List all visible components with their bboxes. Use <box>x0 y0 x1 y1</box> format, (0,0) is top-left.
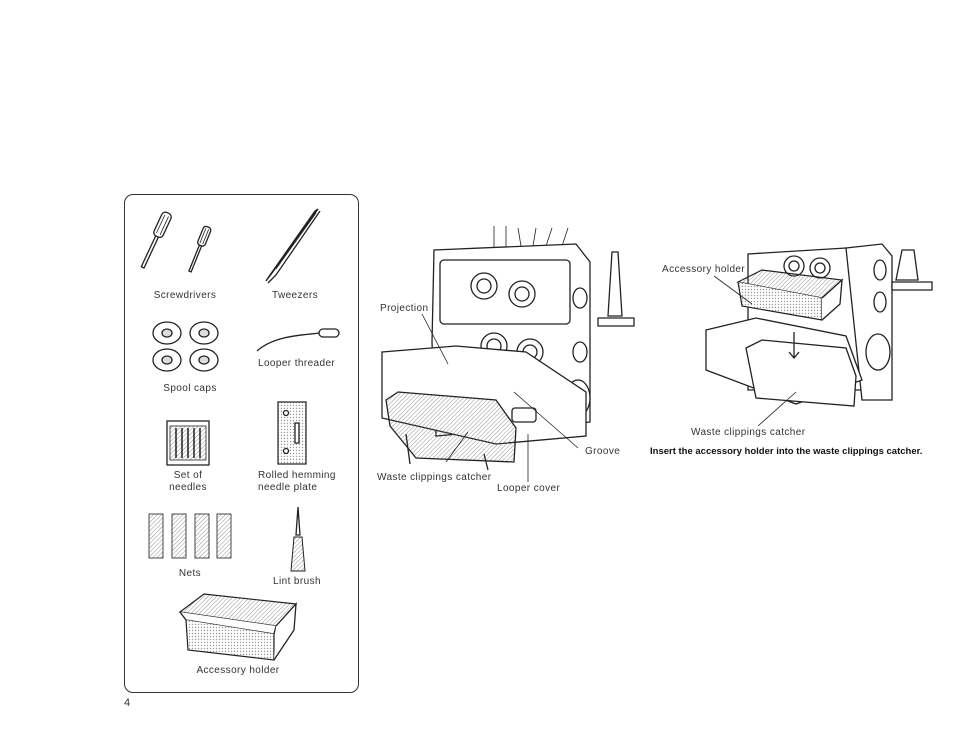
tweezers-label: Tweezers <box>255 290 335 302</box>
groove-label: Groove <box>585 446 620 458</box>
needle-plate-label-line2: needle plate <box>258 482 317 494</box>
tweezers-illustration <box>258 205 328 285</box>
page-number: 4 <box>124 697 131 709</box>
spool-caps-label: Spool caps <box>145 383 235 395</box>
insert-waste-catcher-label: Waste clippings catcher <box>691 427 805 439</box>
insert-accessory-holder-label: Accessory holder <box>662 264 745 276</box>
accessory-holder-label: Accessory holder <box>180 665 296 677</box>
looper-threader-label: Looper threader <box>258 358 335 370</box>
insert-caption: Insert the accessory holder into the was… <box>650 446 922 457</box>
needles-illustration <box>166 420 210 466</box>
looper-threader-illustration <box>255 325 350 355</box>
needles-label-line1: Set of <box>150 470 226 482</box>
screwdrivers-illustration <box>140 205 240 285</box>
waste-catcher-label: Waste clippings catcher <box>377 472 491 484</box>
nets-label: Nets <box>150 568 230 580</box>
nets-illustration <box>147 512 233 560</box>
needle-plate-illustration <box>277 401 307 465</box>
spool-caps-illustration <box>150 318 230 376</box>
lint-brush-label: Lint brush <box>262 576 332 588</box>
looper-cover-label: Looper cover <box>497 483 560 495</box>
lint-brush-illustration <box>286 505 310 575</box>
needle-plate-label-line1: Rolled hemming <box>258 470 336 482</box>
accessory-holder-illustration <box>176 590 302 662</box>
projection-label: Projection <box>380 303 428 315</box>
overlock-machine-illustration <box>376 222 646 484</box>
needles-label-line2: needles <box>150 482 226 494</box>
screwdrivers-label: Screwdrivers <box>140 290 230 302</box>
